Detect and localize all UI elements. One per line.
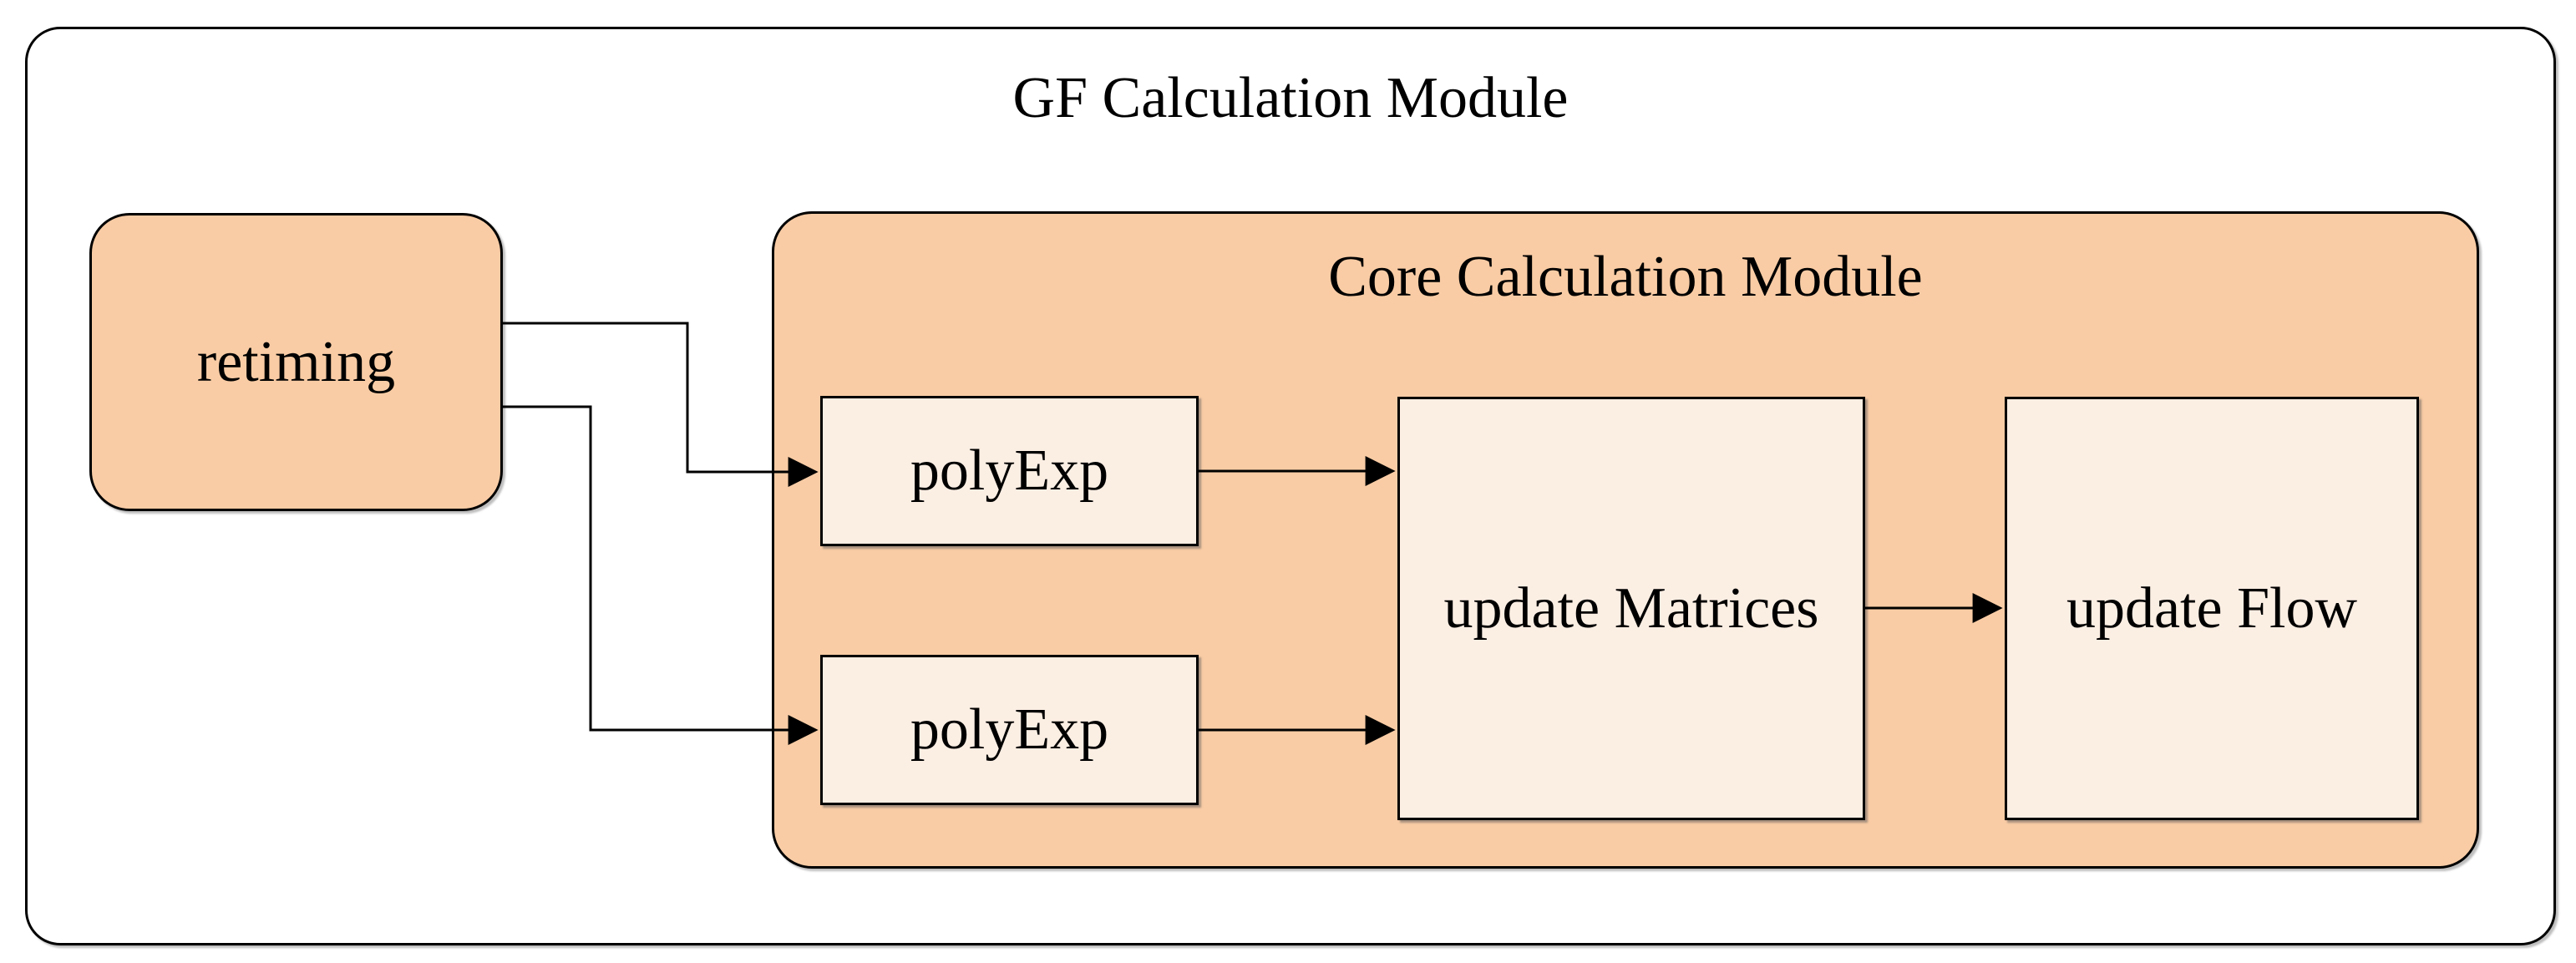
retiming-node: retiming — [89, 213, 503, 511]
polyexp-top-label: polyExp — [910, 438, 1109, 503]
update-matrices-label: update Matrices — [1443, 575, 1819, 641]
update-flow-label: update Flow — [2066, 575, 2358, 641]
update-flow-node: update Flow — [2005, 397, 2419, 820]
gf-calculation-module-title: GF Calculation Module — [1012, 66, 1569, 130]
polyexp-top-node: polyExp — [820, 396, 1199, 546]
polyexp-bottom-node: polyExp — [820, 655, 1199, 805]
polyexp-bottom-label: polyExp — [910, 697, 1109, 762]
retiming-label: retiming — [196, 329, 396, 394]
update-matrices-node: update Matrices — [1397, 397, 1865, 820]
core-calculation-module-title: Core Calculation Module — [1328, 245, 1923, 309]
